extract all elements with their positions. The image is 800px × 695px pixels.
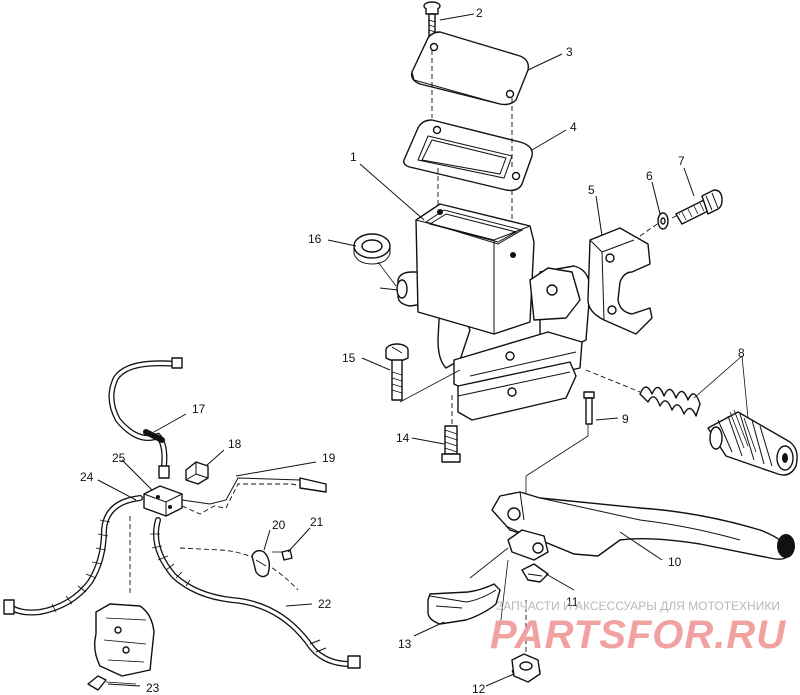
callout-4: 4 xyxy=(570,120,577,134)
part-25-junction-block xyxy=(143,485,183,517)
part-7-clamp-bolt xyxy=(675,189,723,225)
part-3-reservoir-cover xyxy=(410,31,530,106)
leader-lines xyxy=(97,13,695,687)
watermark-brand: PARTSFOR.RU xyxy=(490,613,786,657)
callout-14: 14 xyxy=(396,431,410,445)
callout-6: 6 xyxy=(646,169,653,183)
callout-15: 15 xyxy=(342,351,356,365)
part-20-bleeder-cap xyxy=(251,549,271,578)
part-22-right-hose xyxy=(150,517,361,669)
part-16-seal-ring xyxy=(353,233,391,265)
part-2-cover-screw xyxy=(423,1,441,43)
callout-25: 25 xyxy=(112,451,126,465)
callout-19: 19 xyxy=(322,451,336,465)
callout-12: 12 xyxy=(472,682,486,695)
watermark: ЗАПЧАСТИ И АКСЕССУАРЫ ДЛЯ МОТОТЕХНИКИ PA… xyxy=(490,599,786,657)
part-4-diaphragm xyxy=(403,119,533,192)
callout-21: 21 xyxy=(310,515,324,529)
part-18-banjo-bolt xyxy=(185,461,209,485)
callout-23: 23 xyxy=(146,681,160,695)
part-11-lever-spring xyxy=(507,529,549,583)
part-17-upper-hose xyxy=(108,357,183,479)
part-1-master-cylinder-body xyxy=(379,203,591,421)
callout-16: 16 xyxy=(308,232,322,246)
part-12-nut xyxy=(511,653,541,683)
callout-11: 11 xyxy=(566,595,579,609)
callout-2: 2 xyxy=(476,6,483,20)
callout-13: 13 xyxy=(398,637,412,651)
callout-numbers: 2 3 4 1 5 6 7 16 15 8 9 14 10 11 13 12 1… xyxy=(80,6,745,695)
part-8-piston-assembly xyxy=(639,386,798,476)
callout-5: 5 xyxy=(588,183,595,197)
callout-24: 24 xyxy=(80,470,94,484)
callout-1: 1 xyxy=(350,150,357,164)
callout-9: 9 xyxy=(622,412,629,426)
part-15-clamp-bolt xyxy=(385,343,409,401)
callout-10: 10 xyxy=(668,555,682,569)
part-5-handlebar-clamp xyxy=(587,227,653,335)
part-14-pivot-screw xyxy=(441,425,461,463)
callout-20: 20 xyxy=(272,518,286,532)
callout-3: 3 xyxy=(566,45,573,59)
callout-18: 18 xyxy=(228,437,242,451)
part-9-pivot-bolt xyxy=(583,391,595,425)
callout-17: 17 xyxy=(192,402,206,416)
callout-7: 7 xyxy=(678,154,685,168)
callout-22: 22 xyxy=(318,597,332,611)
part-6-washer xyxy=(657,212,669,230)
part-21-bleeder-screw xyxy=(281,549,293,561)
part-19-brake-line xyxy=(181,477,327,515)
part-13-lever-bracket xyxy=(427,583,501,625)
callout-8: 8 xyxy=(738,346,745,360)
watermark-tagline: ЗАПЧАСТИ И АКСЕССУАРЫ ДЛЯ МОТОТЕХНИКИ xyxy=(496,599,780,613)
part-23-mount-bracket xyxy=(87,516,155,691)
part-24-left-hose xyxy=(3,495,143,616)
